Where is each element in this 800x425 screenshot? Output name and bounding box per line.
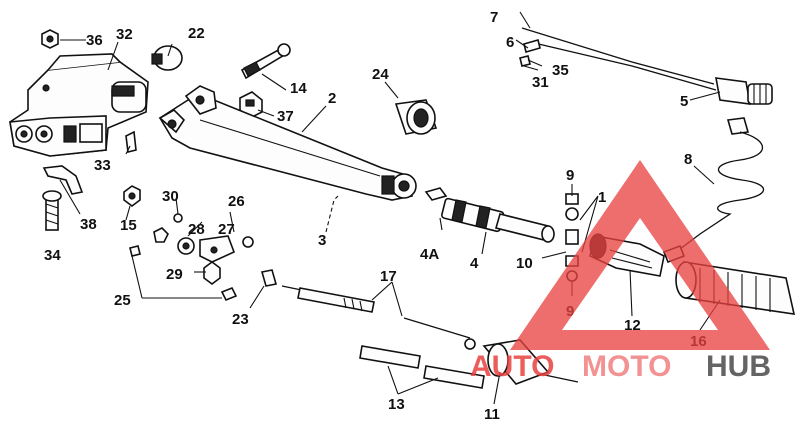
watermark-text-hub: HUB [706,350,771,383]
callout-10: 10 [516,255,533,272]
callout-2: 2 [328,90,336,107]
callout-27: 27 [218,221,235,238]
watermark-text-moto: MOTO [582,350,671,383]
grip-insert-11 [482,339,579,385]
bolt-14 [240,43,291,80]
callout-31: 31 [532,74,549,91]
callout-13: 13 [388,396,405,413]
callout-34: 34 [44,247,61,264]
callout-36: 36 [86,32,103,49]
bushing-24 [394,99,438,135]
callout-8: 8 [684,151,692,168]
watermark-text-auto: AUTO [470,350,554,383]
tiller-arm [158,85,417,201]
callout-33: 33 [94,157,111,174]
callout-38: 38 [80,216,97,233]
callout-30: 30 [162,188,179,205]
watermark-logo: AUTO MOTO HUB [470,160,771,383]
nut-36 [41,29,59,49]
callout-3: 3 [318,232,326,249]
callout-35: 35 [552,62,569,79]
callout-12: 12 [624,317,641,334]
screw-33 [125,130,137,153]
linkage-hardware [129,213,254,302]
callout-26: 26 [228,193,245,210]
callout-22: 22 [188,25,205,42]
callout-23: 23 [232,311,249,328]
callout-6: 6 [506,34,514,51]
swivel-bracket [9,53,149,157]
nut-15 [123,185,141,207]
callout-1: 1 [598,189,606,206]
bolt-34 [42,190,62,231]
callout-17: 17 [380,268,397,285]
tubes-13 [359,345,485,389]
shift-cable-17 [281,285,476,350]
throttle-shaft-4 [424,187,555,243]
callout-5: 5 [680,93,688,110]
callout-9-top: 9 [566,167,574,184]
washer-22 [151,45,183,71]
callout-4: 4 [470,255,479,272]
spacer-23 [260,269,278,287]
callout-37: 37 [277,108,294,125]
callout-32: 32 [116,26,133,43]
callout-7: 7 [490,9,498,26]
callout-28: 28 [188,221,205,238]
callout-4a: 4A [420,246,439,263]
leader-lines [59,11,721,405]
stop-switch-wiring [519,27,773,105]
clamp-38 [42,165,84,195]
callout-24: 24 [372,66,389,83]
callout-15: 15 [120,217,137,234]
callout-11: 11 [484,406,500,423]
watermark-triangle [510,160,770,350]
callout-29: 29 [166,266,183,283]
callout-25: 25 [114,292,131,309]
callout-14: 14 [290,80,307,97]
